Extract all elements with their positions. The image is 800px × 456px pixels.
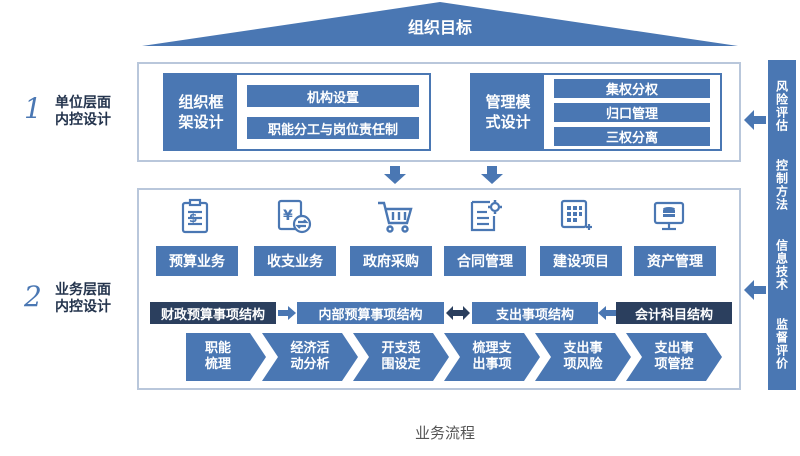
side-bar-item: 控制方法: [774, 159, 789, 212]
contract-gear-icon: [468, 198, 504, 234]
left-arrow-icon: [598, 306, 616, 320]
level2-label: 业务层面 内控设计: [55, 282, 111, 315]
org-structure-title: 组织框 架设计: [165, 75, 237, 149]
process-step: 职能 梳理: [186, 333, 266, 381]
business-label: 收支业务: [254, 246, 336, 276]
yen-exchange-icon: ¥: [276, 198, 312, 234]
process-step: 梳理支 出事项: [444, 333, 540, 381]
mgmt-mode-item: 归口管理: [554, 103, 710, 122]
caption: 业务流程: [414, 423, 475, 442]
business-label: 政府采购: [350, 246, 432, 276]
process-step: 开支范 围设定: [353, 333, 449, 381]
structure-box: 支出事项结构: [472, 302, 598, 324]
process-step-label: 职能 梳理: [204, 341, 231, 372]
side-bar: 风险评估 控制方法 信息技术 监督评价: [768, 60, 796, 390]
process-step: 经济活 动分析: [262, 333, 358, 381]
side-bar-item: 风险评估: [774, 79, 789, 132]
mgmt-mode-item: 集权分权: [554, 79, 710, 98]
svg-text:$: $: [189, 211, 197, 225]
business-label: 资产管理: [634, 246, 716, 276]
structure-box: 内部预算事项结构: [297, 302, 444, 324]
business-label: 合同管理: [444, 246, 526, 276]
process-step-label: 经济活 动分析: [290, 341, 330, 372]
left-arrow-icon: [744, 110, 766, 130]
process-step: 支出事 项风险: [535, 333, 631, 381]
side-bar-item: 监督评价: [774, 318, 789, 371]
level2-number: 2: [24, 280, 42, 313]
org-structure-item: 职能分工与岗位责任制: [247, 117, 419, 139]
down-arrow-icon: [481, 166, 503, 184]
monitor-coins-icon: [652, 198, 688, 234]
structure-box: 财政预算事项结构: [150, 302, 276, 324]
org-structure-item: 机构设置: [247, 85, 419, 107]
mgmt-mode-block: 管理模 式设计 集权分权 归口管理 三权分离: [470, 73, 722, 151]
budget-doc-icon: $: [178, 198, 212, 234]
level1-number: 1: [24, 92, 42, 125]
structure-box: 会计科目结构: [616, 302, 732, 324]
process-step-label: 支出事 项管控: [654, 341, 694, 372]
level1-label: 单位层面 内控设计: [55, 95, 111, 128]
mgmt-mode-title: 管理模 式设计: [472, 75, 544, 149]
shopping-cart-icon: [376, 198, 414, 234]
business-label: 建设项目: [540, 246, 622, 276]
grid-plus-icon: [558, 198, 594, 234]
process-step: 支出事 项管控: [626, 333, 722, 381]
mgmt-mode-item: 三权分离: [554, 127, 710, 146]
roof-title: 组织目标: [407, 18, 472, 37]
process-step-label: 开支范 围设定: [381, 341, 421, 372]
roof-shape: [142, 2, 738, 46]
process-step-label: 支出事 项风险: [563, 341, 603, 372]
svg-text:¥: ¥: [283, 208, 293, 224]
left-arrow-icon: [744, 280, 766, 300]
business-label: 预算业务: [156, 246, 238, 276]
org-structure-block: 组织框 架设计 机构设置 职能分工与岗位责任制: [163, 73, 431, 151]
double-arrow-icon: [446, 306, 470, 320]
down-arrow-icon: [384, 166, 406, 184]
roof: 组织目标: [140, 0, 740, 50]
right-arrow-icon: [278, 306, 296, 320]
process-step-label: 梳理支 出事项: [472, 341, 512, 372]
side-bar-item: 信息技术: [774, 238, 789, 291]
